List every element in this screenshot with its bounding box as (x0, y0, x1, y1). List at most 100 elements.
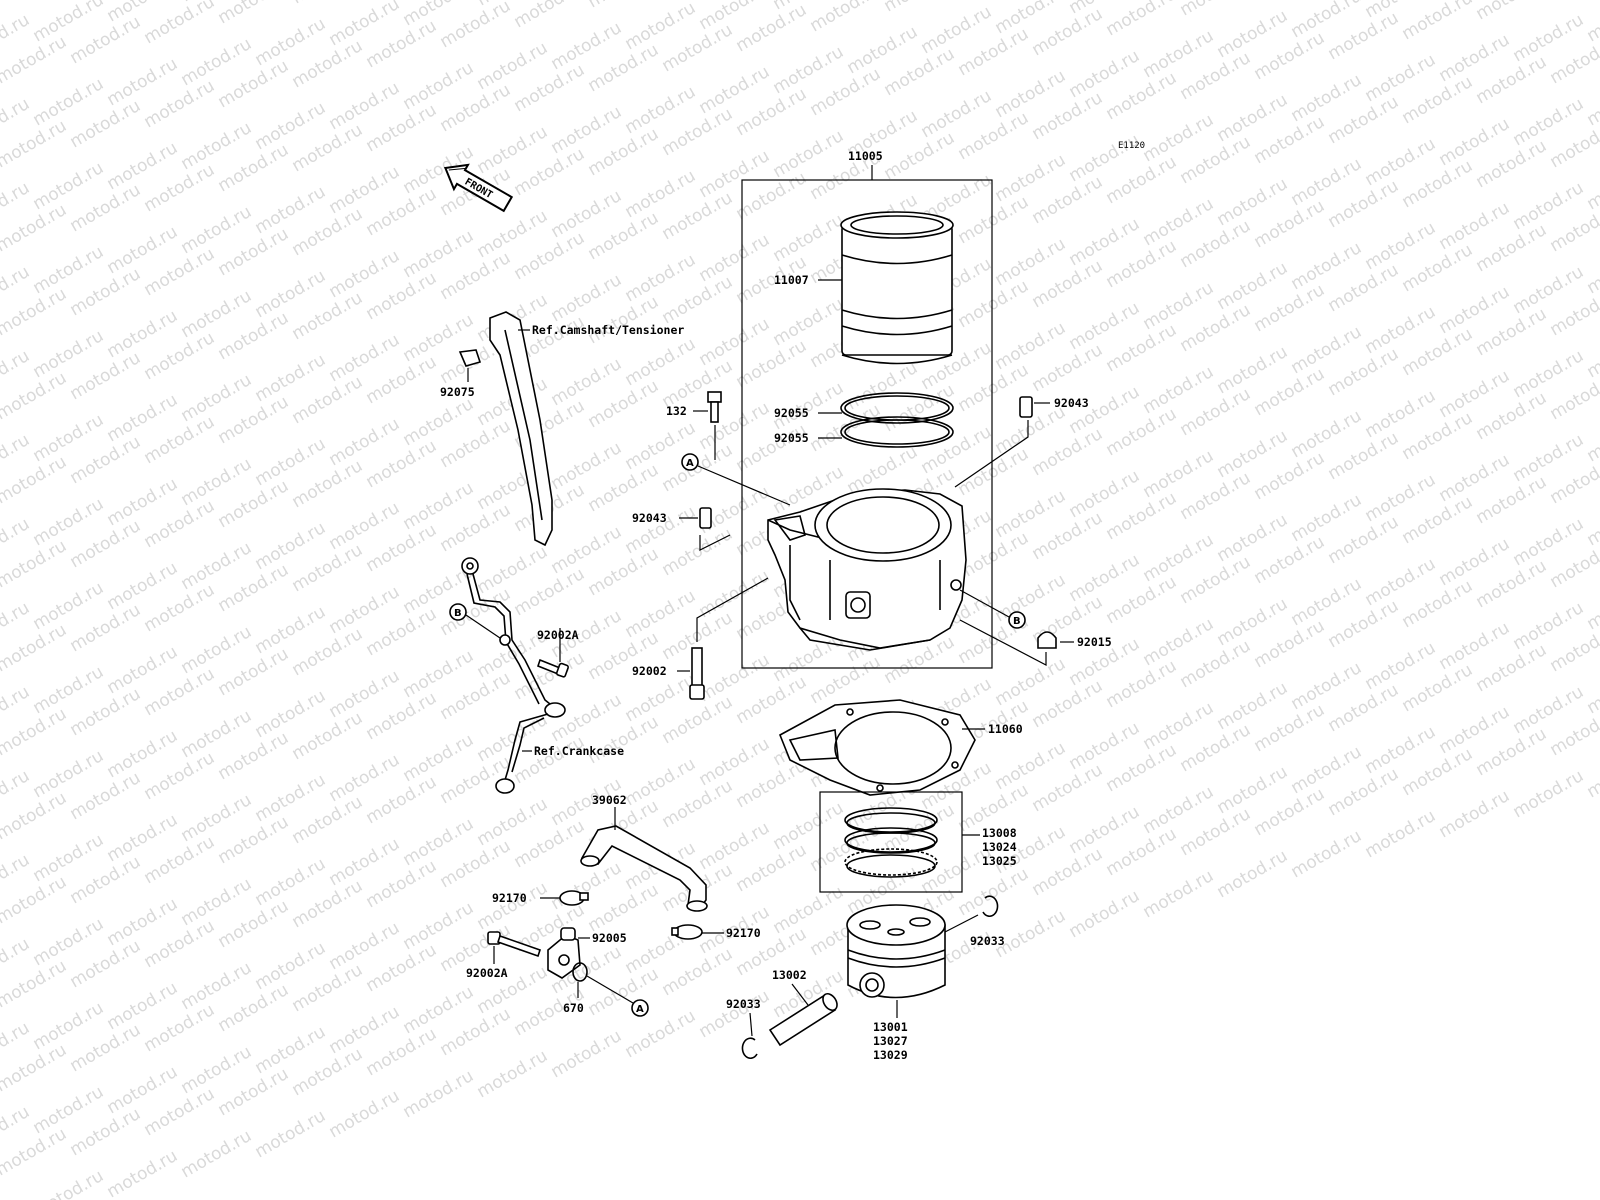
watermark-text: motod.ru (1584, 662, 1600, 718)
label-670: 670 (563, 1001, 584, 1015)
watermark-text: motod.ru (1288, 826, 1366, 882)
watermark-text: motod.ru (1584, 326, 1600, 382)
watermark-text: motod.ru (881, 0, 959, 16)
watermark-text: motod.ru (1399, 0, 1477, 44)
label-11007: 11007 (774, 273, 809, 287)
cylinder-block (767, 488, 967, 651)
label-92043-l: 92043 (632, 511, 667, 525)
label-13024: 13024 (982, 840, 1017, 854)
label-92002a-top: 92002A (537, 628, 579, 642)
watermark-text: motod.ru (104, 1146, 182, 1200)
callout-b-right-text: B (1013, 616, 1021, 627)
label-92033-l: 92033 (726, 997, 761, 1011)
watermark-text: motod.ru (1584, 746, 1600, 802)
breather-fitting (547, 927, 581, 979)
label-92002a-bottom: 92002A (466, 966, 508, 980)
bolt-92002a-top (537, 658, 569, 678)
watermark-text: motod.ru (1177, 0, 1255, 20)
label-13002: 13002 (772, 968, 807, 982)
label-ref-camshaft: Ref.Camshaft/Tensioner (532, 323, 684, 337)
o-ring-670 (572, 962, 588, 982)
watermark-text: motod.ru (1436, 786, 1514, 842)
bolt-92002 (689, 647, 705, 700)
oil-pipe (461, 557, 566, 794)
label-13027: 13027 (873, 1034, 908, 1048)
watermark-text: motod.ru (1510, 766, 1588, 822)
cap-nut-92015 (1037, 631, 1057, 649)
callout-a-upper (681, 453, 699, 471)
watermark-text: motod.ru (178, 1126, 256, 1182)
label-ref-crankcase: Ref.Crankcase (534, 744, 624, 758)
leader-92033-l (749, 1012, 753, 1037)
watermark-text: motod.ru (1140, 866, 1218, 922)
watermark-text: motod.ru (400, 1066, 478, 1122)
label-13029: 13029 (873, 1048, 908, 1062)
label-13001: 13001 (873, 1020, 908, 1034)
leader-callout-b-left (465, 614, 501, 639)
watermark-text: motod.ru (141, 0, 219, 48)
watermark-text: motod.ru (622, 1006, 700, 1062)
leader-callout-a-upper (697, 465, 791, 506)
leader-92043-r-to-cyl (954, 420, 1029, 488)
watermark-text: motod.ru (548, 1026, 626, 1082)
breather-hose (580, 825, 708, 912)
watermark-text: motod.ru (326, 1086, 404, 1142)
watermark-text: motod.ru (1214, 846, 1292, 902)
callout-a-lower-text: A (636, 1004, 644, 1015)
leader-callout-b-right (959, 589, 1010, 618)
callout-b-left (449, 603, 467, 621)
leader-92015-to-cyl (959, 619, 1047, 666)
bolt-132 (707, 391, 722, 423)
piston-rings (844, 807, 938, 878)
watermark-text: motod.ru (0, 0, 70, 4)
diagram-code: E1120 (1118, 141, 1145, 151)
label-132: 132 (666, 404, 687, 418)
watermark-text: motod.ru (1066, 886, 1144, 942)
callout-a-lower (631, 999, 649, 1017)
watermark-text: motod.ru (215, 0, 293, 28)
watermark-text: motod.ru (1584, 0, 1600, 46)
piston (846, 904, 946, 999)
piston-pin (768, 992, 838, 1047)
clip-92075 (458, 349, 482, 367)
label-92015: 92015 (1077, 635, 1112, 649)
label-13008: 13008 (982, 826, 1017, 840)
circlip-left (741, 1037, 758, 1059)
leader-callout-a-lower (586, 975, 634, 1004)
cylinder-assembly-box (741, 179, 993, 669)
watermark-text: motod.ru (1584, 410, 1600, 466)
watermark-text: motod.ru (585, 0, 663, 12)
callout-b-right (1008, 611, 1026, 629)
clamp-left (559, 890, 589, 906)
label-39062: 39062 (592, 793, 627, 807)
watermark-text: motod.ru (289, 0, 367, 8)
chain-guide (489, 311, 553, 547)
label-11060: 11060 (988, 722, 1023, 736)
bolt-92002a-bottom (487, 931, 542, 958)
label-13025: 13025 (982, 854, 1017, 868)
watermark-text: motod.ru (1584, 158, 1600, 214)
label-92170-l: 92170 (492, 891, 527, 905)
piston-ring-box (819, 791, 963, 893)
cylinder-base-gasket (778, 699, 976, 796)
leader-92002-up (696, 577, 769, 642)
watermark-text: motod.ru (696, 986, 774, 1042)
watermark-text: motod.ru (1103, 0, 1181, 40)
watermark-text: motod.ru (474, 1046, 552, 1102)
watermark-text: motod.ru (1584, 74, 1600, 130)
watermark-text: motod.ru (30, 1166, 108, 1200)
leader-92043-l-tick (699, 534, 731, 551)
watermark-text: motod.ru (1584, 242, 1600, 298)
watermark-text: motod.ru (252, 1106, 330, 1162)
watermark-text: motod.ru (511, 0, 589, 32)
label-92002: 92002 (632, 664, 667, 678)
o-rings (840, 392, 954, 448)
label-92075: 92075 (440, 385, 475, 399)
watermark-text: motod.ru (1584, 578, 1600, 634)
cylinder-liner (840, 211, 954, 365)
dowel-pin-left (699, 507, 712, 529)
watermark-text: motod.ru (1584, 494, 1600, 550)
clamp-right (671, 924, 703, 940)
watermark-text: motod.ru (1547, 0, 1600, 4)
